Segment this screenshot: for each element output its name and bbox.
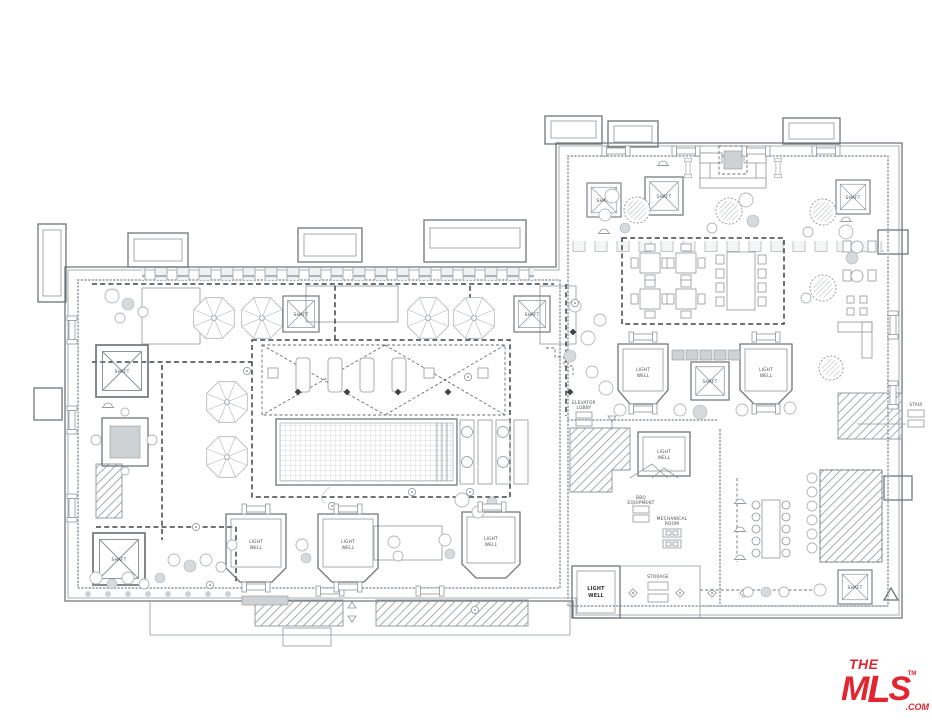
west-planter <box>90 407 158 476</box>
shafts: SHAFT SHAFT SHAFT SHAFT SHAFT SHAFT SHAF… <box>92 176 873 605</box>
tree <box>818 355 844 381</box>
fire-pit-lounge <box>684 145 782 189</box>
mls-logo-the: THE <box>849 656 879 672</box>
dining-area <box>630 243 767 319</box>
tree <box>623 196 651 224</box>
trademark-symbol: TM <box>907 671 917 677</box>
shaft-marker: SHAFT <box>282 295 320 333</box>
dining-table-4top <box>630 243 670 283</box>
shaft-marker: SHAFT <box>690 361 730 401</box>
tree <box>809 274 837 302</box>
shaft-marker: SHAFT <box>837 569 873 605</box>
svg-text:STAIR: STAIR <box>909 402 922 408</box>
shaft-marker: SHAFT <box>92 532 146 586</box>
shaft-marker: SHAFT <box>95 344 149 398</box>
dining-table-4top <box>666 279 706 319</box>
stair: STAIR <box>858 402 925 428</box>
svg-text:SHAFT: SHAFT <box>848 585 863 591</box>
shaft-marker: SHAFT <box>644 176 684 216</box>
svg-text:SHAFT: SHAFT <box>112 557 127 563</box>
tree <box>715 197 743 225</box>
svg-text:SHAFT: SHAFT <box>657 194 672 200</box>
pool-area <box>275 418 529 511</box>
svg-text:SHAFT: SHAFT <box>703 379 718 385</box>
svg-text:SHAFT: SHAFT <box>525 312 540 318</box>
shaft-marker: SHAFT <box>586 182 622 218</box>
hatched-roofs <box>254 392 903 627</box>
shaft-marker: SHAFT <box>513 295 551 333</box>
bistro-seating <box>837 240 877 359</box>
shaft-marker: SHAFT <box>835 179 871 215</box>
southeast-seating <box>733 498 791 560</box>
tree <box>809 198 837 226</box>
svg-text:SHAFT: SHAFT <box>846 195 861 201</box>
svg-text:SHAFT: SHAFT <box>294 312 309 318</box>
pergola <box>806 469 883 563</box>
hazard-triangle-icon <box>882 586 900 601</box>
parapet-bumpouts <box>33 115 913 501</box>
dining-table-4top <box>630 279 670 319</box>
svg-text:STORAGE: STORAGE <box>647 574 669 580</box>
svg-text:SHAFT: SHAFT <box>115 369 130 375</box>
mls-logo-com: .COM <box>905 702 930 712</box>
svg-text:SHAFT: SHAFT <box>597 198 612 204</box>
storage-room: STORAGE <box>620 565 749 618</box>
site-furnishings <box>66 145 900 615</box>
communal-table <box>715 251 767 311</box>
trellis-structures <box>95 285 577 561</box>
lounge-deck <box>261 344 506 416</box>
planter-rows <box>142 241 884 280</box>
